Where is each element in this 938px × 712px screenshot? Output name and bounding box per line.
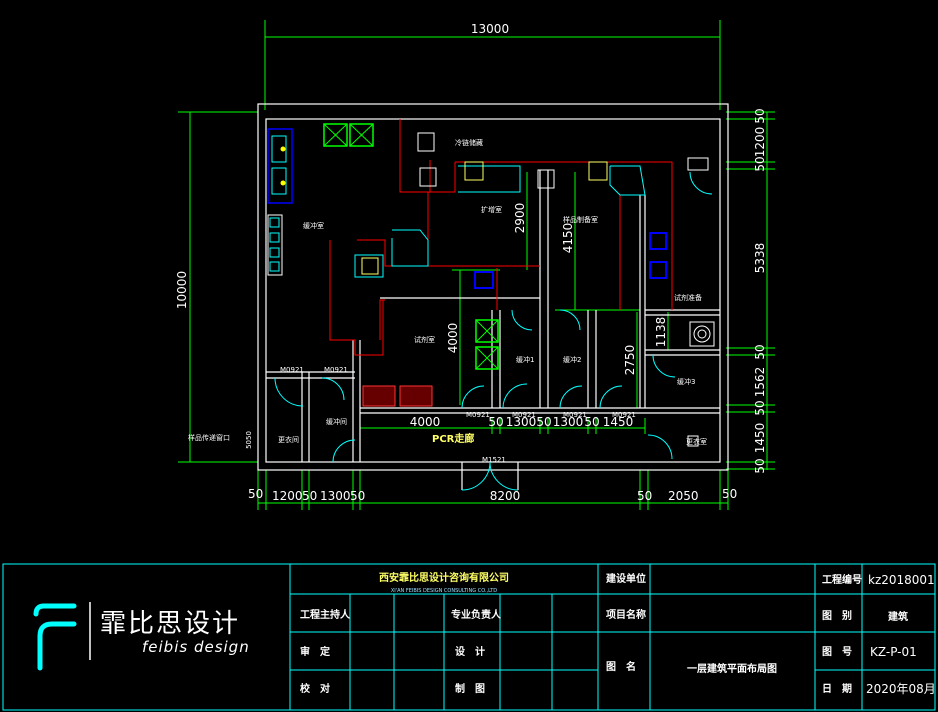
dim-bottom-6: 50 [637,489,652,503]
dim-bottom-1: 50 [248,487,263,501]
door-tag: M0921 [563,411,587,419]
title-block-grid [2,563,936,711]
dim-right-4: 5338 [753,243,767,274]
company-logo: 霏比思设计 feibis design [33,602,250,671]
door-tag: M0921 [324,366,348,374]
dim-right-3: 50 [753,156,767,171]
dim-bottom-2: 1200 [272,489,303,503]
dim-bottom-8: 50 [722,487,737,501]
label-discipline-lead: 专业负责人 [451,608,502,621]
dim-1138: 1138 [654,317,668,348]
label-project-no: 工程编号 [822,573,862,586]
door-tag: M0921 [612,411,636,419]
partitions [329,119,673,356]
dim-row-5: 1300 [553,415,584,429]
dim-right-6: 1562 [753,367,767,398]
room-buffer-3: 缓冲3 [677,377,695,386]
dim-right-7: 50 [753,400,767,415]
label-review: 审 定 [300,645,330,658]
dim-row-7: 1450 [603,415,634,429]
dim-2900: 2900 [513,203,527,234]
door-tag: M0921 [280,366,304,374]
cyan-partitions [354,165,646,278]
label-design: 设 计 [455,645,485,658]
room-transfer-window: 样品传递窗口 [188,433,230,442]
dim-bottom-4: 1300 [320,489,351,503]
drawing-no-value: KZ-P-01 [870,645,917,659]
dim-top-overall: 13000 [471,22,509,36]
drawing-title-value: 一层建筑平面布局图 [687,662,777,675]
label-project-lead: 工程主持人 [300,608,351,621]
dim-bottom-overall: 8200 [490,489,521,503]
company-name-cn: 西安霏比思设计咨询有限公司 [379,571,509,584]
dim-4150: 4150 [561,223,575,254]
dim-row-2: 50 [488,415,503,429]
room-amplification: 扩增室 [481,205,502,214]
room-reagent-prep: 试剂准备 [674,293,702,302]
door-swings [274,171,713,491]
label-check: 校 对 [300,682,330,695]
dim-row-4: 50 [536,415,551,429]
room-corridor: PCR走廊 [432,432,474,445]
dim-left-overall: 10000 [175,271,189,309]
dim-right-1: 50 [753,108,767,123]
dim-bottom-7: 2050 [668,489,699,503]
date-value: 2020年08月 [866,682,936,696]
logo-mark [33,603,77,671]
dim-bottom-5: 50 [350,489,365,503]
category-value: 建筑 [887,610,908,623]
door-tag: M0921 [512,411,536,419]
label-build-unit: 建设单位 [605,572,646,585]
dim-4000: 4000 [446,323,460,354]
dim-row-6: 50 [584,415,599,429]
dim-right-8: 1450 [753,423,767,454]
room-buffer-4: 缓冲间 [326,417,347,426]
room-changing: 更衣间 [278,435,299,444]
dim-right-5: 50 [753,344,767,359]
dimension-lines [178,20,775,510]
dim-row-3: 1300 [506,415,537,429]
logo-text-cn: 霏比思设计 [100,609,240,639]
dim-5050: 5050 [245,431,253,449]
label-project-name: 项目名称 [606,608,646,621]
company-name-en: XI'AN FEIBIS DESIGN CONSULTING CO.,LTD [391,588,497,594]
label-drawing-name: 图 名 [606,660,636,673]
walls [257,103,729,490]
equipment [267,123,715,447]
room-buffer: 缓冲室 [303,221,324,230]
label-category: 图 别 [822,609,852,622]
room-dress: 更衣室 [686,437,707,446]
room-buffer-1: 缓冲1 [516,355,534,364]
door-tag: M1521 [482,456,506,464]
door-tag: M0921 [466,411,490,419]
project-no-value: kz2018001 [868,573,935,587]
dim-row-1: 4000 [410,415,441,429]
room-cold-storage: 冷链储藏 [455,138,483,147]
label-drawing-no: 图 号 [822,646,852,658]
logo-text-en: feibis design [142,638,250,656]
room-sample-prep: 样品制备室 [563,215,598,224]
dim-bottom-3: 50 [302,489,317,503]
dim-right-9: 50 [753,458,767,473]
label-draw: 制 图 [455,682,485,695]
room-buffer-2: 缓冲2 [563,355,581,364]
dim-2750: 2750 [623,345,637,376]
room-reagent: 试剂室 [414,335,435,344]
dim-right-2: 1200 [753,127,767,158]
label-date: 日 期 [822,682,852,695]
